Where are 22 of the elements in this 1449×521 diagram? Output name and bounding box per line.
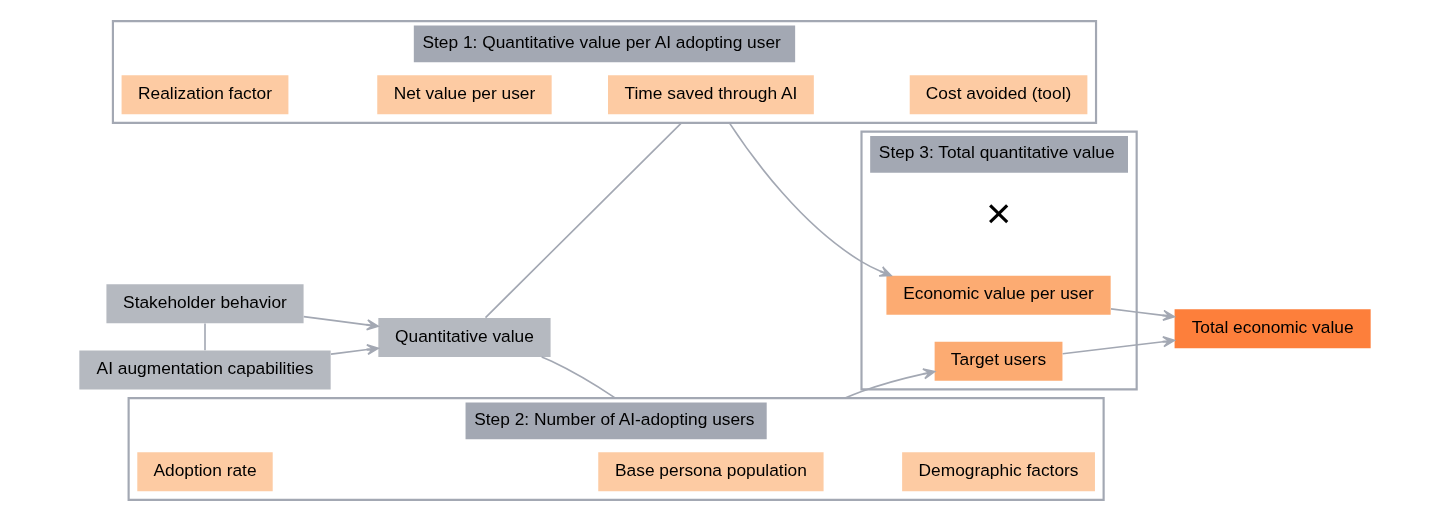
- node-box: Adoption rate: [136, 452, 273, 492]
- node-box: Total economic value: [1174, 309, 1371, 349]
- node-box: Realization factor: [121, 75, 288, 115]
- arrow: [1061, 336, 1175, 355]
- arrow: [728, 122, 892, 277]
- label: ×: [985, 189, 1011, 237]
- node-box: Economic value per user: [885, 275, 1111, 315]
- arrow: [302, 315, 379, 331]
- node-box: Target users: [934, 341, 1062, 381]
- node-box: Demographic factors: [901, 452, 1095, 492]
- node-box: Net value per user: [376, 75, 552, 115]
- node-box: Time saved through AI: [607, 75, 814, 115]
- connector: [540, 356, 616, 399]
- connector: [484, 122, 682, 319]
- node-box: Base persona population: [597, 452, 824, 492]
- node-box: Cost avoided (tool): [909, 75, 1087, 115]
- arrow: [1109, 308, 1175, 322]
- node-box: AI augmentation capabilities: [78, 350, 331, 390]
- connector: [203, 322, 206, 352]
- node-box: Stakeholder behavior: [105, 284, 304, 324]
- arrow: [329, 343, 379, 356]
- node-box: Quantitative value: [377, 317, 551, 357]
